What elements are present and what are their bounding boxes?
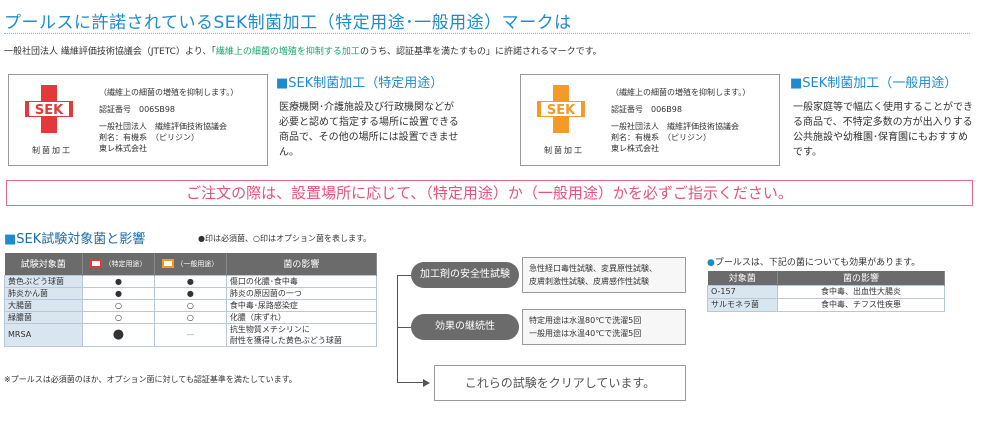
specific-use-heading: ■SEK制菌加工（特定用途）: [276, 76, 444, 91]
bacteria-name: 大腸菌: [4, 298, 83, 312]
durability-pill: 効果の継続性: [411, 314, 519, 340]
col-other-bacteria: 対象菌: [707, 271, 778, 285]
test-table-footnote: ※プールスは必須菌のほか、オプション菌に対しても認証基準を満たしています。: [4, 375, 297, 384]
table-row: サルモネラ菌 食中毒、チフス性疾患: [707, 297, 945, 312]
intro-before: 一般社団法人 繊維評価技術協議会（JTETC）より、「: [4, 47, 216, 57]
table-row: 肺炎かん菌 ● ● 肺炎の原因菌の一つ: [4, 286, 378, 300]
table-row: O-157 食中毒、出血性大腸炎: [707, 284, 945, 299]
table-row: 緑膿菌 ○ ○ 化膿（床ずれ）: [4, 310, 378, 324]
mark-specific-line: 一般社団法人 繊維評価技術協議会: [99, 122, 227, 131]
mark-general-line: 東レ株式会社: [611, 144, 659, 153]
table-row: 黄色ぶどう球菌 ● ● 傷口の化膿･食中毒: [4, 274, 378, 288]
bacteria-effect-line: 抗生物質メチシリンに: [229, 324, 310, 334]
specific-use-body: 医療機関･介護施設及び行政機関などが必要と認めて指定する場所に設置できる商品で、…: [279, 102, 459, 158]
specific-mark: ○: [82, 298, 155, 312]
durability-line: 特定用途は水温80℃で洗濯5回: [529, 316, 642, 325]
intro-text: 一般社団法人 繊維評価技術協議会（JTETC）より、「繊維上の細菌の増殖を抑制す…: [4, 44, 602, 57]
safety-test-pill: 加工剤の安全性試験: [411, 262, 519, 288]
col-effect: 菌の影響: [226, 253, 378, 275]
bacteria-name: MRSA: [4, 322, 83, 347]
mark-general-caption: 制菌加工: [544, 146, 584, 155]
safety-test-detail: 急性経口毒性試験、変異原性試験、 皮膚刺激性試験、皮膚感作性試験: [522, 257, 686, 293]
bacteria-effect: 肺炎の原因菌の一つ: [225, 286, 378, 300]
mark-specific-line: 認証番号 006SB98: [99, 105, 176, 114]
table-row: 大腸菌 ○ ○ 食中毒･尿路感染症: [4, 298, 378, 312]
other-bacteria-note-text: プールスは、下記の菌についても効果があります。: [714, 258, 921, 268]
general-mark: ○: [153, 298, 227, 312]
mark-general-line: 認証番号 006B98: [611, 105, 682, 114]
mark-specific-caption: 制菌加工: [32, 146, 72, 155]
title-divider: [4, 33, 970, 34]
other-bacteria-note: ●プールスは、下記の菌についても効果があります。: [707, 255, 920, 268]
bacteria-name: O-157: [707, 284, 778, 299]
test-section-title-text: SEK試験対象菌と影響: [16, 232, 146, 247]
mark-specific-lines: （繊維上の細菌の増殖を抑制します。） 認証番号 006SB98 一般社団法人 繊…: [99, 87, 238, 154]
sek-orange-logo-text: SEK: [547, 103, 576, 118]
mark-general-line: （繊維上の細菌の増殖を抑制します。）: [611, 88, 751, 97]
general-mark: —: [153, 322, 227, 347]
bacteria-effect: 抗生物質メチシリンに耐性を獲得した黄色ぶどう球菌: [225, 322, 378, 347]
general-mark: ●: [153, 286, 227, 300]
bacteria-effect: 化膿（床ずれ）: [225, 310, 378, 324]
sek-orange-mini-icon: [162, 258, 175, 268]
page-title: プールスに許諾されているSEK制菌加工（特定用途･一般用途）マークは: [4, 13, 572, 33]
intro-after: のうち、認証基準を満たすもの」に許諾されるマークです。: [359, 47, 602, 57]
other-bacteria-table: 対象菌 菌の影響 O-157 食中毒、出血性大腸炎 サルモネラ菌 食中毒、チフス…: [707, 271, 945, 312]
specific-mark: ●: [82, 274, 155, 288]
general-use-body: 一般家庭等で幅広く使用することができる商品で、不特定多数の方が出入りする公共施設…: [793, 102, 973, 158]
bacteria-name: 緑膿菌: [4, 310, 83, 324]
bacteria-effect: 食中毒、チフス性疾患: [777, 297, 945, 312]
col-general: （一般用途）: [154, 253, 227, 275]
general-mark: ○: [153, 310, 227, 324]
bacteria-effect: 食中毒、出血性大腸炎: [777, 284, 945, 299]
col-specific-label: （特定用途）: [104, 259, 147, 268]
sek-red-logo: SEK: [23, 83, 75, 135]
specific-mark: ●: [82, 286, 155, 300]
durability-line: 一般用途は水温40℃で洗濯5回: [529, 329, 642, 338]
col-other-effect: 菌の影響: [777, 271, 945, 285]
general-use-heading: ■SEK制菌加工（一般用途）: [790, 76, 958, 91]
square-bullet-icon: ■: [4, 232, 17, 247]
flow-connector: [397, 327, 411, 328]
safety-test-line: 急性経口毒性試験、変異原性試験、: [529, 264, 657, 273]
safety-test-line: 皮膚刺激性試験、皮膚感作性試験: [529, 277, 649, 286]
sek-red-mini-icon: [90, 258, 103, 268]
col-general-label: （一般用途）: [176, 259, 219, 268]
durability-detail: 特定用途は水温80℃で洗濯5回 一般用途は水温40℃で洗濯5回: [522, 309, 686, 345]
tests-cleared-box: これらの試験をクリアしています。: [434, 365, 686, 401]
mark-specific-box: SEK 制菌加工 （繊維上の細菌の増殖を抑制します。） 認証番号 006SB98…: [8, 74, 268, 166]
table-row: MRSA ● — 抗生物質メチシリンに耐性を獲得した黄色ぶどう球菌: [4, 322, 378, 347]
mark-general-line: 一般社団法人 繊維評価技術協議会: [611, 122, 739, 131]
bacteria-name: 黄色ぶどう球菌: [4, 274, 83, 288]
test-section-title: ■SEK試験対象菌と影響: [4, 228, 145, 247]
sek-red-logo-text: SEK: [35, 103, 64, 118]
bacteria-name: サルモネラ菌: [707, 297, 778, 312]
order-notice: ご注文の際は、設置場所に応じて、（特定用途）か（一般用途）かを必ずご指示ください…: [6, 180, 973, 206]
mark-specific-line: 剤名：有機系 （ピリジン）: [99, 133, 199, 142]
flow-connector: [397, 275, 398, 383]
col-bacteria: 試験対象菌: [4, 253, 83, 275]
general-mark: ●: [153, 274, 227, 288]
specific-mark: ○: [82, 310, 155, 324]
bacteria-effect: 食中毒･尿路感染症: [225, 298, 378, 312]
bacteria-effect: 傷口の化膿･食中毒: [225, 274, 378, 288]
test-section-note: ●印は必須菌、○印はオプション菌を表します。: [198, 234, 372, 243]
bacteria-effect-line: 耐性を獲得した黄色ぶどう球菌: [229, 335, 342, 345]
mark-specific-line: 東レ株式会社: [99, 144, 147, 153]
intro-highlight: 繊維上の細菌の増殖を抑制する加工: [215, 47, 360, 57]
flow-connector: [397, 382, 424, 383]
mark-specific-line: （繊維上の細菌の増殖を抑制します。）: [99, 88, 239, 97]
mark-general-box: SEK 制菌加工 （繊維上の細菌の増殖を抑制します。） 認証番号 006B98 …: [520, 74, 780, 166]
bacteria-name: 肺炎かん菌: [4, 286, 83, 300]
col-specific: （特定用途）: [82, 253, 155, 275]
mark-general-line: 剤名：有機系 （ピリジン）: [611, 133, 711, 142]
bullet-dot-icon: ●: [707, 258, 715, 268]
arrow-right-icon: [423, 379, 430, 387]
mark-general-lines: （繊維上の細菌の増殖を抑制します。） 認証番号 006B98 一般社団法人 繊維…: [611, 87, 750, 154]
sek-orange-logo: SEK: [535, 83, 587, 135]
specific-mark: ●: [82, 322, 155, 347]
flow-connector: [397, 275, 411, 276]
test-bacteria-table: 試験対象菌 （特定用途） （一般用途） 菌の影響 黄色ぶどう球菌 ● ● 傷口の…: [4, 253, 378, 347]
